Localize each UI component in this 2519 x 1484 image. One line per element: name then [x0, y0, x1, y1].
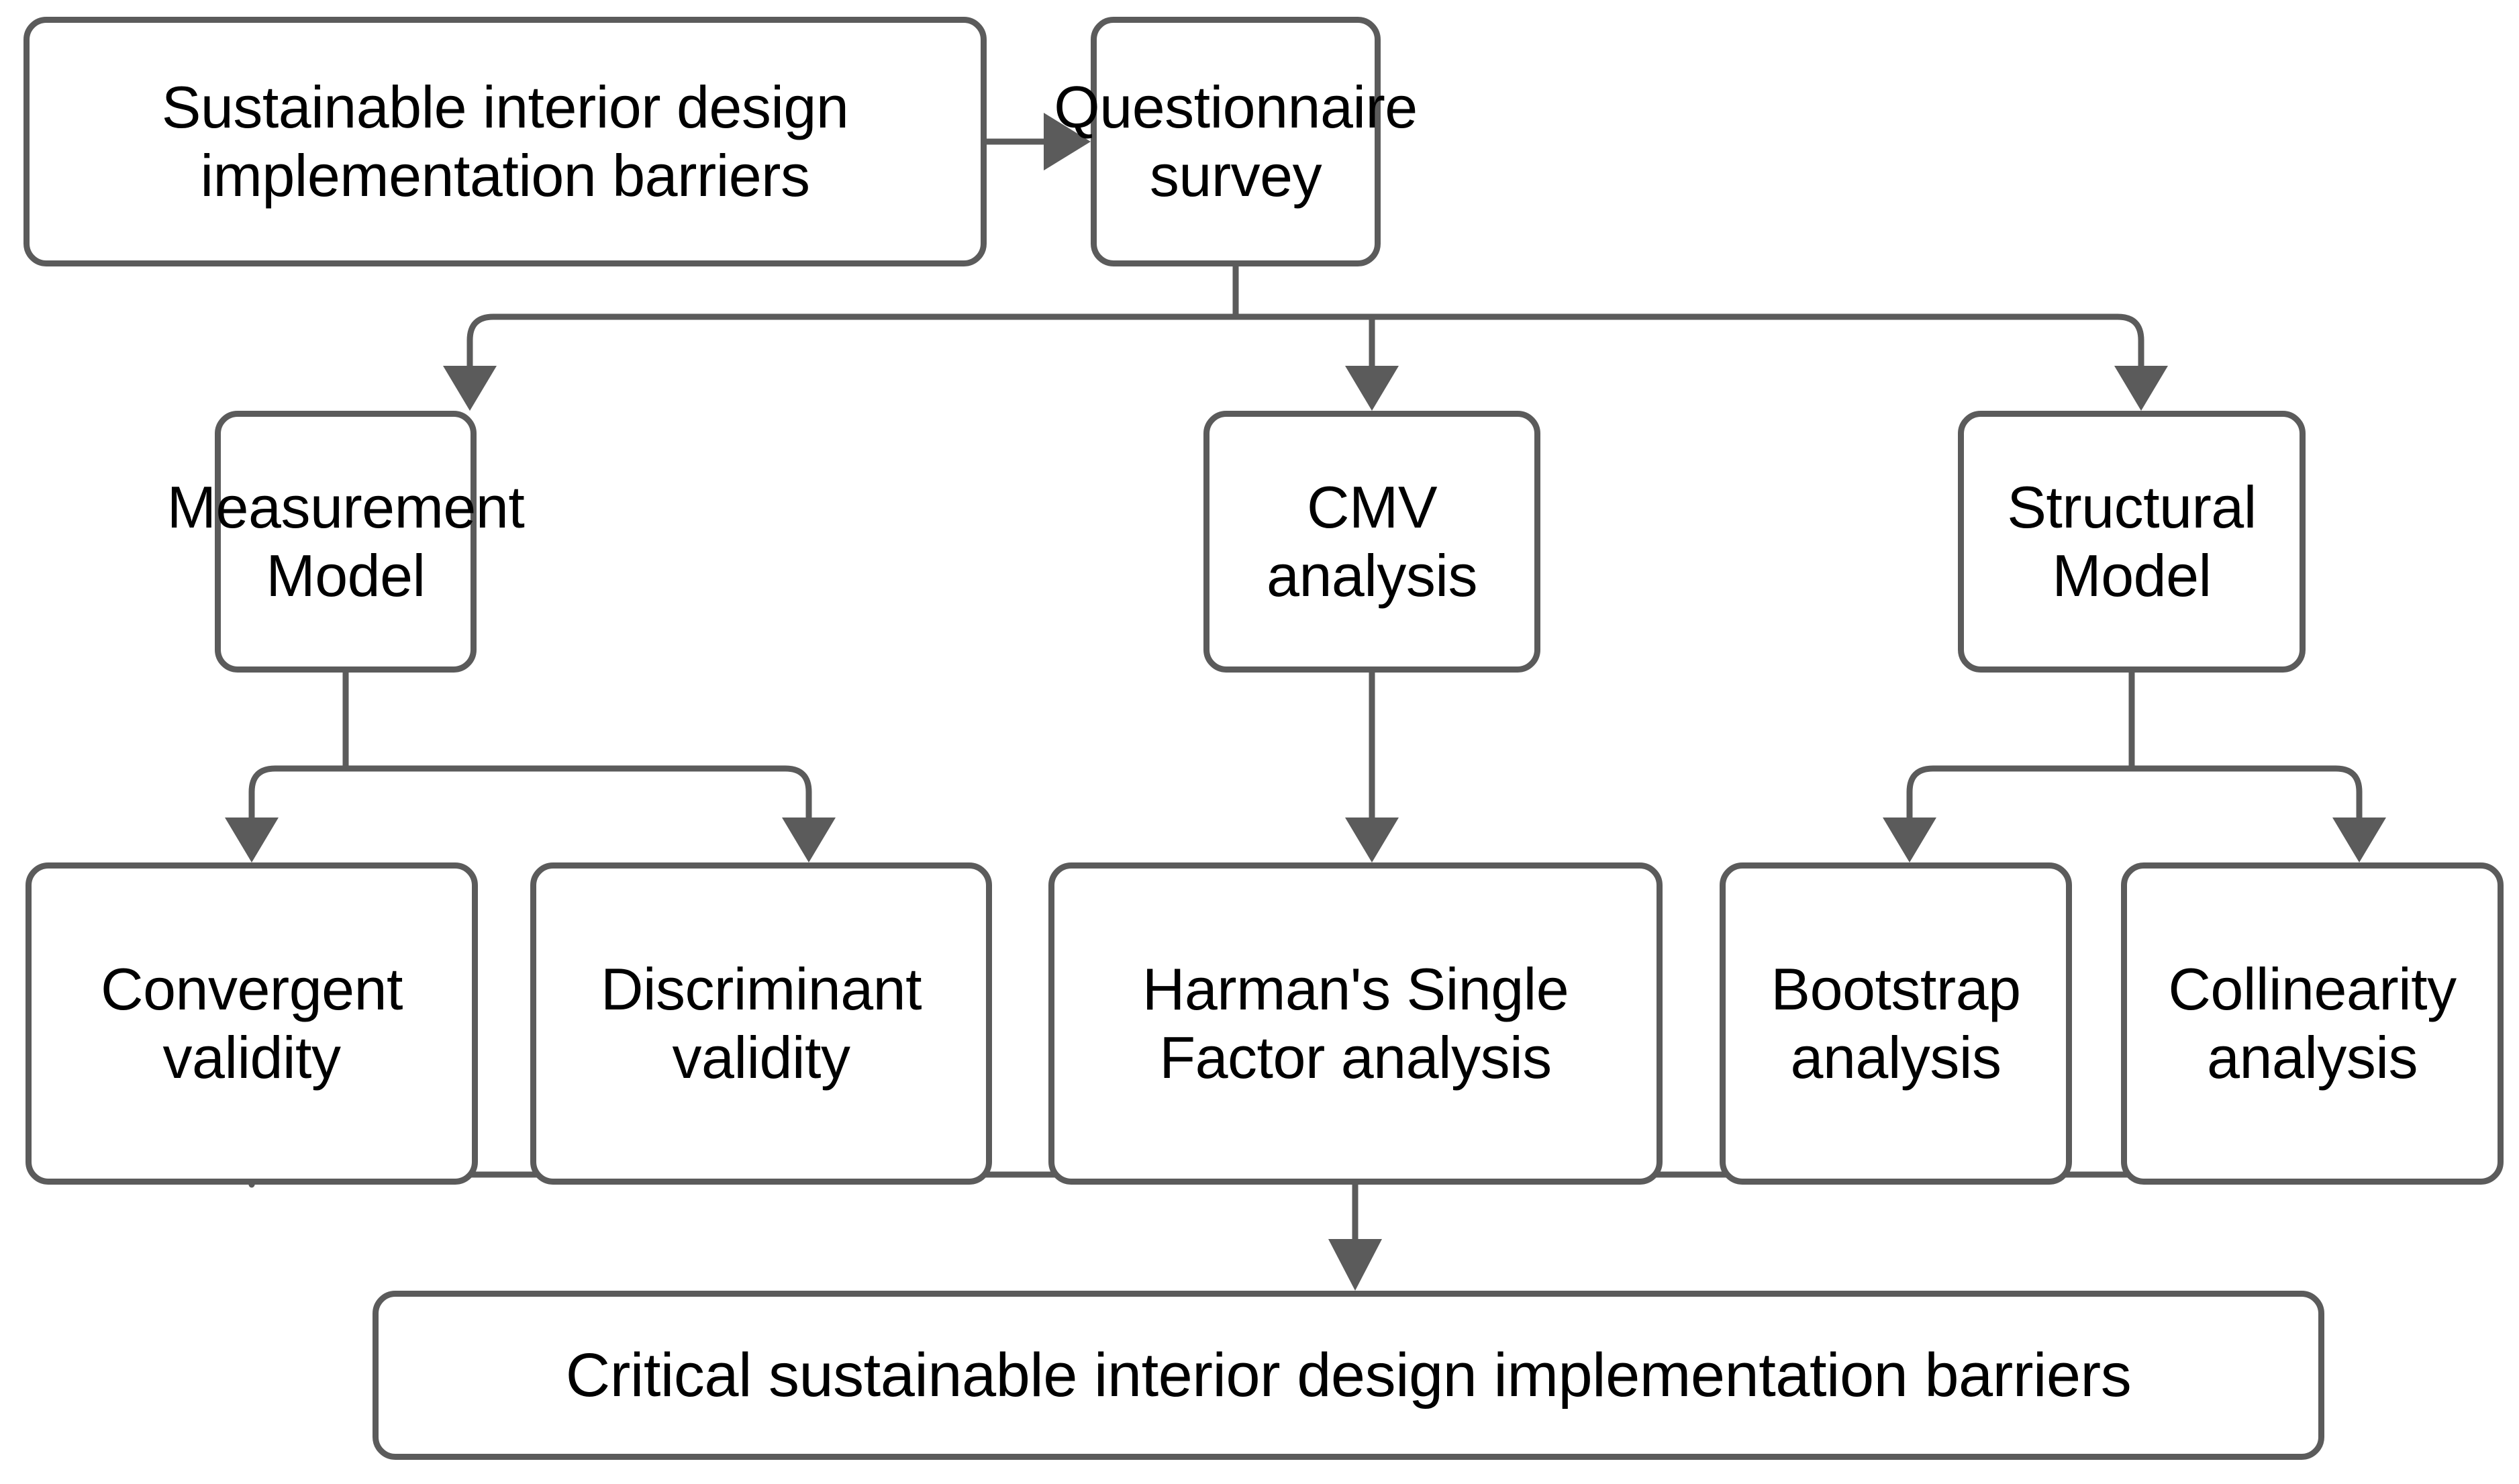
node-bootstrap-analysis[interactable]: Bootstrap analysis	[1720, 862, 2072, 1185]
node-label: Harman's Single Factor analysis	[1142, 955, 1569, 1091]
node-measurement-model[interactable]: Measurement Model	[167, 411, 525, 673]
node-cmv-analysis[interactable]: CMV analysis	[1203, 411, 1540, 673]
node-label: CMV analysis	[1267, 473, 1477, 609]
edge-cmv-to-harmans	[1345, 673, 1399, 862]
node-harmans-single-factor-analysis[interactable]: Harman's Single Factor analysis	[1048, 862, 1663, 1185]
node-convergent-validity[interactable]: Convergent validity	[26, 862, 478, 1185]
edge-questionnaire-split	[443, 266, 2168, 411]
edge-measurement-split	[225, 673, 836, 862]
node-label: Collinearity analysis	[2168, 955, 2457, 1091]
node-label: Sustainable interior design implementati…	[161, 73, 849, 209]
edge-barriers-to-questionnaire	[987, 113, 1091, 170]
node-questionnaire-survey[interactable]: Questionnaire survey	[1054, 17, 1418, 266]
node-label: Questionnaire survey	[1054, 73, 1418, 209]
node-collinearity-analysis[interactable]: Collinearity analysis	[2121, 862, 2504, 1185]
node-label: Discriminant validity	[600, 955, 922, 1091]
node-label: Bootstrap analysis	[1771, 955, 2021, 1091]
node-label: Measurement Model	[166, 473, 525, 609]
edge-structural-split	[1883, 673, 2386, 862]
node-label: Critical sustainable interior design imp…	[565, 1340, 2132, 1409]
node-label: Structural Model	[2007, 473, 2257, 609]
node-barriers-input[interactable]: Sustainable interior design implementati…	[23, 17, 987, 266]
node-critical-barriers-output[interactable]: Critical sustainable interior design imp…	[373, 1291, 2324, 1460]
node-structural-model[interactable]: Structural Model	[1958, 411, 2306, 673]
node-discriminant-validity[interactable]: Discriminant validity	[530, 862, 992, 1185]
node-label: Convergent validity	[101, 955, 403, 1091]
